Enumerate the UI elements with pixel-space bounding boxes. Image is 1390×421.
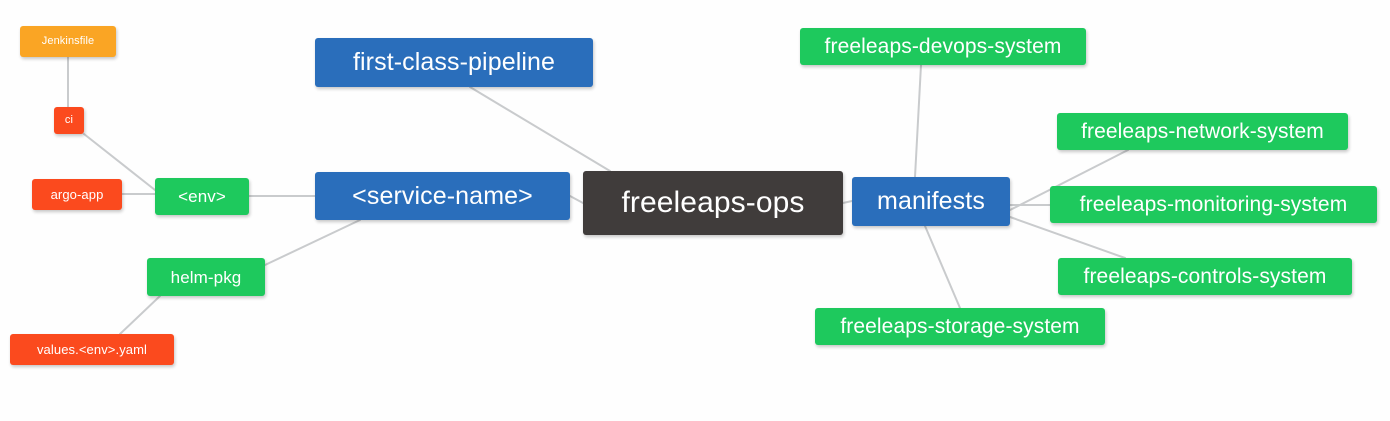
- edge-service-name-to-helm-pkg: [264, 219, 361, 266]
- mindmap-node-label: freeleaps-ops: [621, 186, 805, 219]
- mindmap-node-label: <service-name>: [352, 181, 533, 210]
- mindmap-node-service-name[interactable]: <service-name>: [315, 172, 570, 220]
- mindmap-node-manifests[interactable]: manifests: [852, 177, 1010, 226]
- edge-freeleaps-ops-to-service-name: [569, 195, 584, 204]
- mindmap-node-env[interactable]: <env>: [155, 178, 249, 215]
- mindmap-node-label: freeleaps-monitoring-system: [1079, 193, 1348, 216]
- mindmap-node-freeleaps-network-system[interactable]: freeleaps-network-system: [1057, 113, 1348, 150]
- edge-manifests-to-freeleaps-storage-system: [924, 225, 961, 309]
- edge-freeleaps-ops-to-manifests: [842, 200, 853, 204]
- mindmap-node-freeleaps-controls-system[interactable]: freeleaps-controls-system: [1058, 258, 1352, 295]
- mindmap-node-freeleaps-storage-system[interactable]: freeleaps-storage-system: [815, 308, 1105, 345]
- mindmap-node-label: freeleaps-controls-system: [1083, 265, 1327, 288]
- mindmap-node-label: freeleaps-storage-system: [840, 315, 1080, 338]
- mindmap-node-freeleaps-devops-system[interactable]: freeleaps-devops-system: [800, 28, 1086, 65]
- mindmap-node-label: manifests: [877, 187, 985, 215]
- mindmap-node-ci[interactable]: ci: [54, 107, 84, 134]
- edge-freeleaps-ops-to-first-class-pipeline: [469, 86, 611, 172]
- mindmap-node-label: freeleaps-devops-system: [824, 35, 1062, 58]
- mindmap-node-label: <env>: [178, 187, 226, 206]
- mindmap-node-freeleaps-monitoring-system[interactable]: freeleaps-monitoring-system: [1050, 186, 1377, 223]
- mindmap-node-label: first-class-pipeline: [352, 48, 556, 76]
- mindmap-node-label: ci: [64, 114, 74, 126]
- mindmap-node-helm-pkg[interactable]: helm-pkg: [147, 258, 265, 296]
- mindmap-node-label: Jenkinsfile: [41, 35, 95, 47]
- mindmap-node-freeleaps-ops[interactable]: freeleaps-ops: [583, 171, 843, 235]
- mindmap-node-label: helm-pkg: [170, 267, 242, 287]
- mindmap-node-label: argo-app: [50, 187, 104, 202]
- mindmap-node-label: values.<env>.yaml: [36, 342, 148, 357]
- mindmap-node-values-env-yaml[interactable]: values.<env>.yaml: [10, 334, 174, 365]
- mindmap-node-argo-app[interactable]: argo-app: [32, 179, 122, 210]
- mindmap-node-label: freeleaps-network-system: [1081, 120, 1324, 143]
- mindmap-node-first-class-pipeline[interactable]: first-class-pipeline: [315, 38, 593, 87]
- edge-manifests-to-freeleaps-controls-system: [1009, 216, 1126, 259]
- edge-helm-pkg-to-values-env-yaml: [119, 295, 161, 335]
- mindmap-node-Jenkinsfile[interactable]: Jenkinsfile: [20, 26, 116, 57]
- edge-manifests-to-freeleaps-devops-system: [914, 64, 922, 178]
